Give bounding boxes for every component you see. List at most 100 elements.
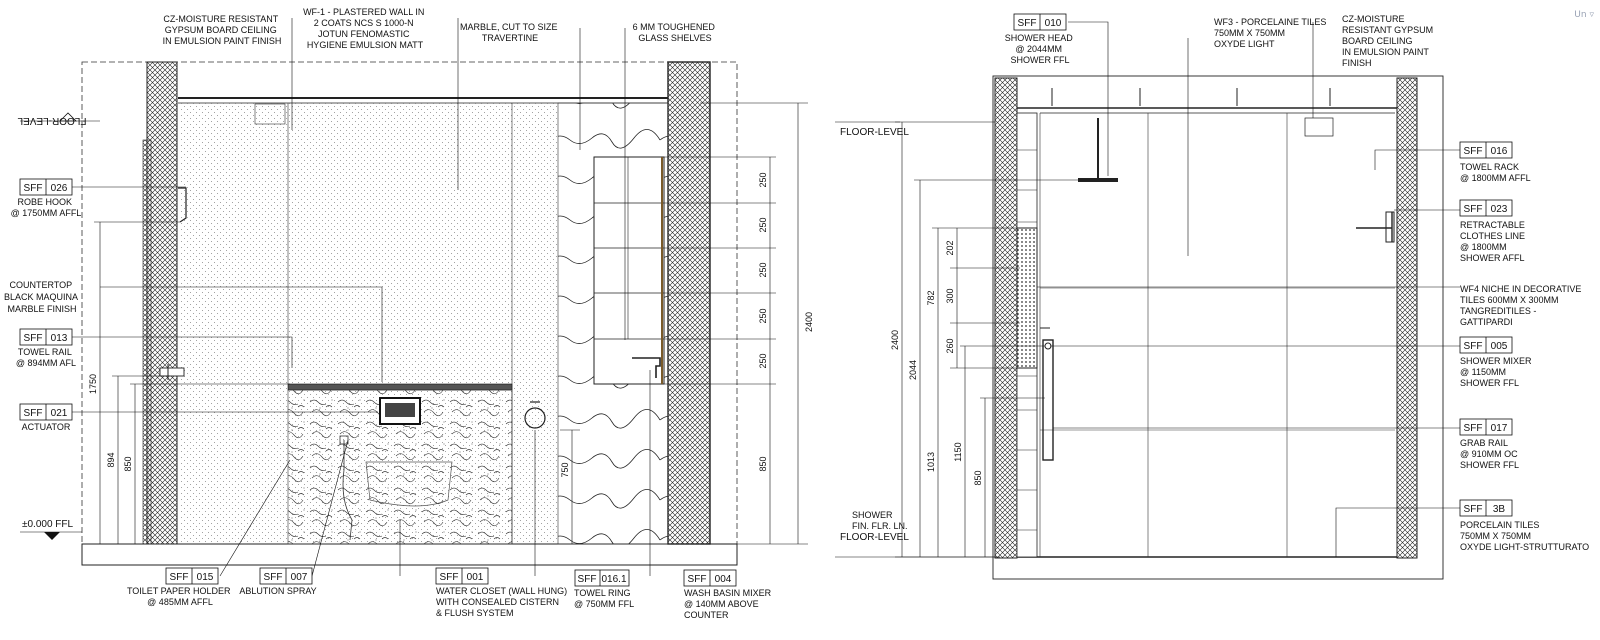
note-shower-floor: SHOWER FIN. FLR. LN. FLOOR-LEVEL (840, 510, 910, 543)
svg-text:026: 026 (51, 183, 68, 194)
dim-1013: 1013 (926, 452, 936, 472)
svg-text:001: 001 (467, 572, 484, 583)
right-tags: SFF 010 SHOWER HEAD @ 2044MM SHOWER FFL … (1005, 13, 1589, 552)
svg-text:GRAB RAIL @ 910MM OC: GRAB RAIL @ 910MM OC SHOWER FFL (1460, 438, 1520, 470)
tag-sff-016[interactable]: SFF 016 TOWEL RACK @ 1800MM AFFL (1459, 141, 1531, 183)
svg-text:TOWEL RING @ 750MM FFL: TOWEL RING @ 750MM FFL (574, 588, 634, 609)
svg-text:005: 005 (1491, 341, 1508, 352)
svg-text:SFF: SFF (440, 572, 459, 583)
tag-sff-023[interactable]: SFF 023 RETRACTABLE CLOTHES LINE @ 1800M… (1459, 199, 1528, 263)
svg-text:004: 004 (715, 574, 732, 585)
svg-text:SFF: SFF (1464, 204, 1483, 215)
left-tags: SFF 026 ROBE HOOK @ 1750MM AFFL SFF 013 … (11, 178, 774, 620)
svg-text:TOWEL RAIL @ 894MM AFL: TOWEL RAIL @ 894MM AFL (16, 347, 76, 368)
svg-text:SFF: SFF (1018, 18, 1037, 29)
svg-text:WATER CLOSET (WALL HUNG): WATER CLOSET (WALL HUNG) WITH CONSEALED … (436, 586, 570, 618)
svg-text:023: 023 (1491, 204, 1508, 215)
note-ceiling-right: CZ-MOISTURE RESISTANT GYPSUM BOARD CEILI… (1342, 14, 1436, 68)
svg-text:TOILET PAPER HOLDER @: TOILET PAPER HOLDER @ 485MM AFFL (127, 586, 233, 607)
svg-text:ABLUTION SPRAY: ABLUTION SPRAY (239, 586, 316, 596)
tag-sff-013[interactable]: SFF 013 TOWEL RAIL @ 894MM AFL (16, 328, 76, 368)
tag-sff-015[interactable]: SFF 015 TOILET PAPER HOLDER @ 485MM AFFL (127, 567, 233, 607)
svg-text:SFF: SFF (264, 572, 283, 583)
zoom-label: Un (1574, 10, 1587, 20)
left-notes: CZ-MOISTURE RESISTANT GYPSUM BOARD CEILI… (4, 7, 718, 530)
svg-text:ACTUATOR: ACTUATOR (22, 422, 71, 432)
chevron-down-icon: ▿ (1589, 10, 1594, 20)
dim-shelf-4: 250 (758, 308, 768, 323)
svg-text:007: 007 (291, 572, 308, 583)
note-countertop: COUNTERTOP BLACK MAQUINA MARBLE FINISH (4, 280, 80, 314)
tag-sff-026[interactable]: SFF 026 ROBE HOOK @ 1750MM AFFL (11, 178, 82, 218)
dim-1150: 1150 (953, 442, 963, 461)
svg-text:SHOWER HEAD @ 2044MM: SHOWER HEAD @ 2044MM SHOWER FFL (1005, 33, 1076, 65)
floor-level-right: FLOOR-LEVEL (840, 127, 909, 138)
svg-text:015: 015 (197, 572, 214, 583)
tag-sff-017[interactable]: SFF 017 GRAB RAIL @ 910MM OC SHOWER FFL (1459, 418, 1520, 470)
dim-shelf-1: 250 (758, 172, 768, 187)
right-elevation (835, 21, 1460, 580)
svg-text:PORCELAIN TILES 750MM: PORCELAIN TILES 750MM X 750MM OXYDE LIGH… (1460, 520, 1589, 552)
dim-750: 750 (560, 462, 570, 477)
svg-text:SFF: SFF (24, 333, 43, 344)
note-ceiling-left: CZ-MOISTURE RESISTANT GYPSUM BOARD CEILI… (163, 14, 282, 46)
floor-level-mirrored: FLOOR-LEVEL (17, 115, 86, 126)
tag-sff-3b[interactable]: SFF 3B PORCELAIN TILES 750MM X 750MM OXY… (1459, 499, 1589, 552)
svg-text:SFF: SFF (170, 572, 189, 583)
tag-sff-001[interactable]: SFF 001 WATER CLOSET (WALL HUNG) WITH CO… (435, 567, 570, 618)
svg-text:SFF: SFF (1464, 341, 1483, 352)
svg-text:TOWEL RACK @ 1800MM AF: TOWEL RACK @ 1800MM AFFL (1460, 162, 1531, 183)
svg-text:WASH BASIN MIXER @ 140: WASH BASIN MIXER @ 140MM ABOVE COUNTER (684, 588, 774, 620)
svg-text:SFF: SFF (578, 574, 597, 585)
svg-text:SFF: SFF (1464, 146, 1483, 157)
svg-text:RETRACTABLE CLOTHES LI: RETRACTABLE CLOTHES LINE @ 1800MM SHOWER… (1460, 220, 1528, 263)
svg-text:SFF: SFF (688, 574, 707, 585)
svg-text:ROBE HOOK @ 1750MM AFF: ROBE HOOK @ 1750MM AFFL (11, 197, 82, 218)
right-dimensions: 2400 2044 782 202 300 260 1013 1150 850 (890, 240, 983, 485)
svg-text:010: 010 (1045, 18, 1062, 29)
svg-text:SFF: SFF (1464, 423, 1483, 434)
note-glass-shelves: 6 MM TOUGHENED GLASS SHELVES (633, 22, 718, 43)
dim-shelf-2: 250 (758, 217, 768, 232)
tag-sff-021[interactable]: SFF 021 ACTUATOR (19, 403, 73, 432)
dim-202: 202 (945, 240, 955, 255)
svg-text:021: 021 (51, 408, 68, 419)
svg-text:SFF: SFF (1464, 504, 1483, 515)
ffl-level: ±0.000 FFL (22, 519, 74, 530)
dim-shelf-5: 250 (758, 353, 768, 368)
tag-sff-005[interactable]: SFF 005 SHOWER MIXER @ 1150MM SHOWER FFL (1459, 336, 1534, 388)
svg-text:013: 013 (51, 333, 68, 344)
dim-260: 260 (945, 338, 955, 353)
dim-300: 300 (945, 288, 955, 303)
dim-782: 782 (926, 290, 936, 305)
note-niche: WF4 NICHE IN DECORATIVE TILES 600MM X 30… (1460, 284, 1584, 327)
note-wall-finish: WF-1 - PLASTERED WALL IN 2 COATS NCS S 1… (303, 7, 427, 50)
dim-total-left: 2400 (804, 312, 814, 332)
svg-text:SHOWER MIXER @ 1150MM: SHOWER MIXER @ 1150MM SHOWER FFL (1460, 356, 1534, 388)
tag-sff-016-1[interactable]: SFF 016.1 TOWEL RING @ 750MM FFL (574, 569, 634, 609)
svg-text:3B: 3B (1493, 504, 1506, 515)
note-marble: MARBLE, CUT TO SIZE TRAVERTINE (460, 22, 560, 43)
tag-sff-010[interactable]: SFF 010 SHOWER HEAD @ 2044MM SHOWER FFL (1005, 13, 1076, 65)
note-porcelain-tiles: WF3 - PORCELAINE TILES 750MM X 750MM OXY… (1214, 17, 1329, 49)
dim-850-right: 850 (758, 456, 768, 471)
right-notes: WF3 - PORCELAINE TILES 750MM X 750MM OXY… (840, 14, 1584, 543)
zoom-widget[interactable]: Un ▿ (1574, 10, 1594, 20)
dim-850: 850 (123, 456, 133, 471)
svg-text:016: 016 (1491, 146, 1508, 157)
svg-text:016.1: 016.1 (601, 574, 626, 585)
dim-894: 894 (106, 452, 116, 467)
tag-sff-004[interactable]: SFF 004 WASH BASIN MIXER @ 140MM ABOVE C… (683, 569, 774, 620)
tag-sff-007[interactable]: SFF 007 ABLUTION SPRAY (239, 567, 317, 596)
svg-text:SFF: SFF (24, 183, 43, 194)
dim-2044: 2044 (908, 360, 918, 380)
svg-text:017: 017 (1491, 423, 1508, 434)
left-dimensions: 2400 1750 894 850 250 250 250 250 250 85… (88, 172, 814, 477)
left-elevation (20, 18, 808, 577)
dim-1750: 1750 (88, 374, 98, 394)
svg-text:SFF: SFF (24, 408, 43, 419)
dim-850-shower: 850 (973, 470, 983, 485)
dim-total-right: 2400 (890, 330, 900, 350)
dim-shelf-3: 250 (758, 262, 768, 277)
